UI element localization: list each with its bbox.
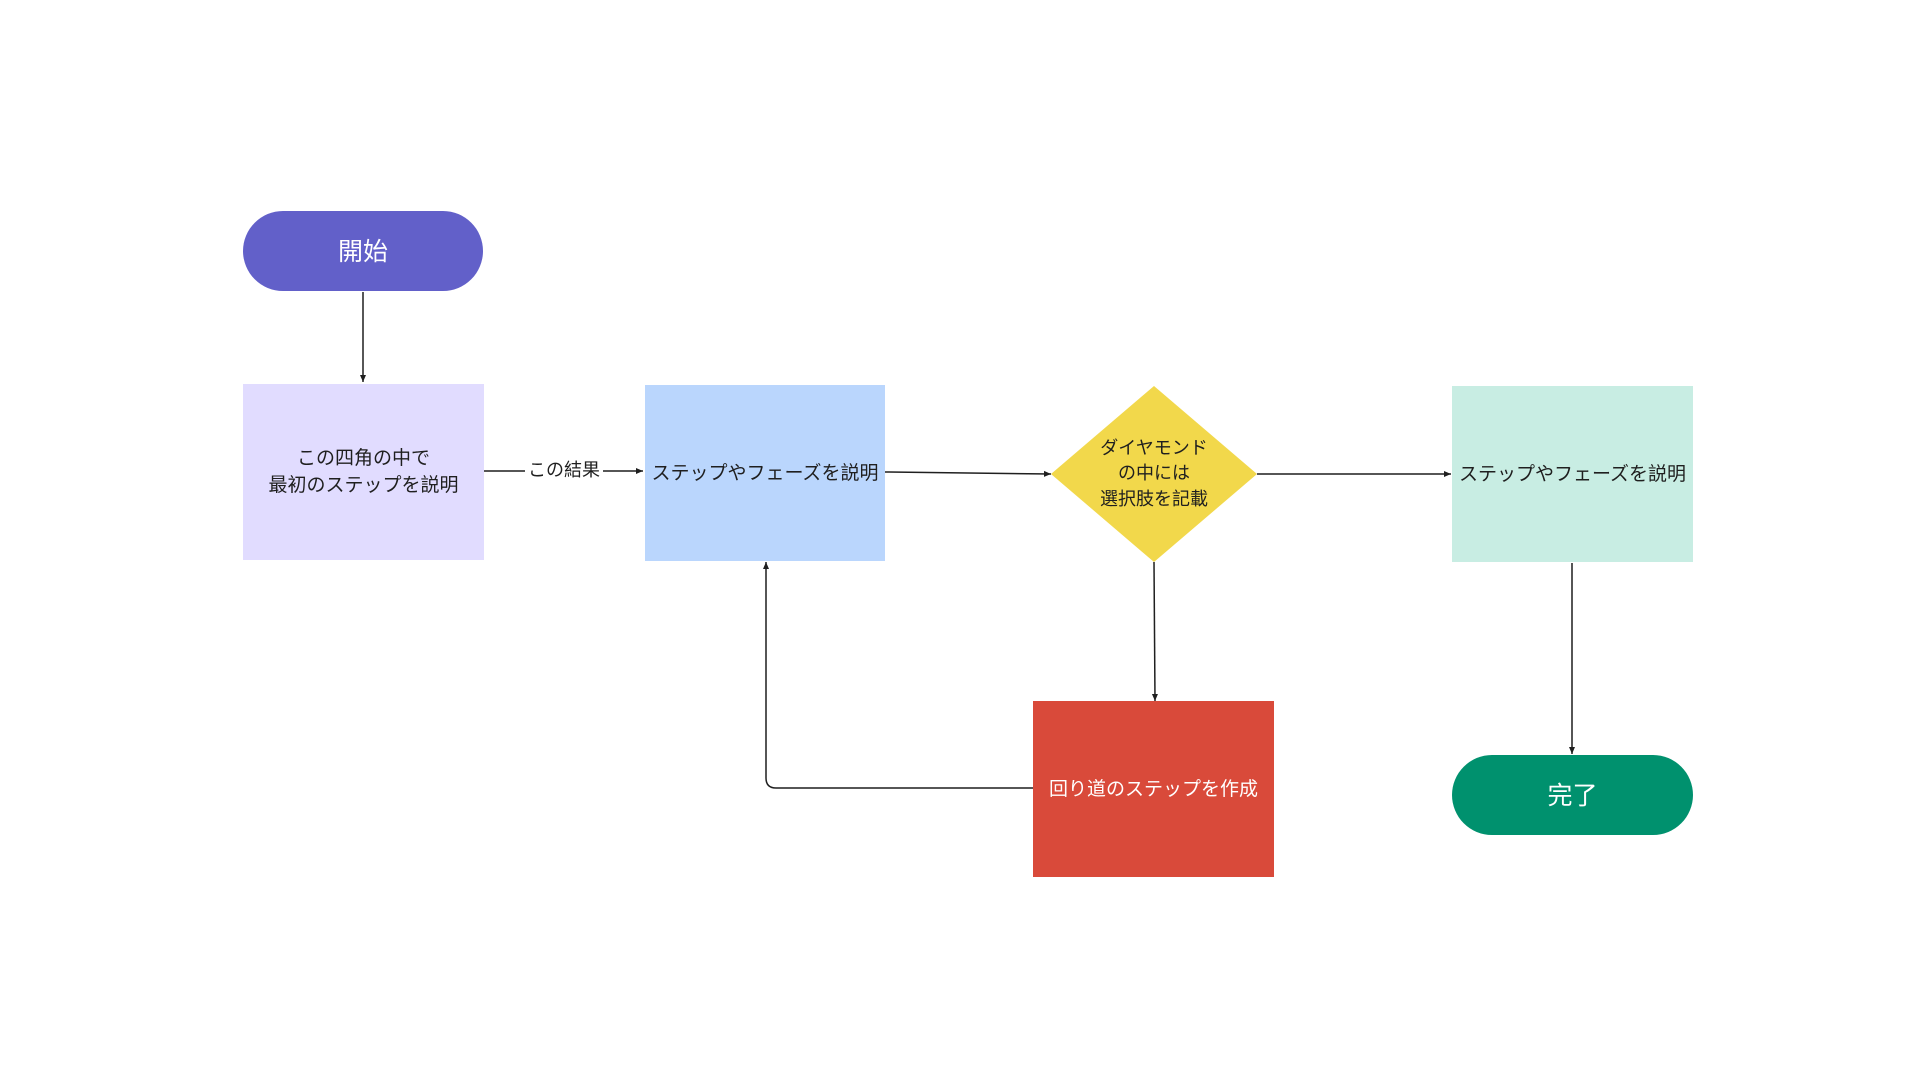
end-node-label: 完了 [1547, 780, 1598, 810]
step3-node[interactable]: ステップやフェーズを説明 [1452, 386, 1693, 562]
loop-node-label: 回り道のステップを作成 [1048, 777, 1258, 800]
decision-node[interactable]: ダイヤモンド の中には 選択肢を記載 [1051, 386, 1257, 562]
edge-step2-to-decision [884, 470, 1052, 477]
edge-decision-to-loop [1151, 561, 1158, 702]
step3-node-label: ステップやフェーズを説明 [1458, 462, 1687, 485]
step1-node[interactable]: この四角の中で 最初のステップを説明 [243, 384, 484, 560]
loop-node[interactable]: 回り道のステップを作成 [1033, 701, 1274, 877]
decision-node-label: ダイヤモンド の中には 選択肢を記載 [1100, 438, 1208, 510]
step2-node-label: ステップやフェーズを説明 [651, 461, 879, 484]
start-node[interactable]: 開始 [243, 211, 483, 291]
end-node[interactable]: 完了 [1452, 755, 1693, 835]
decision-diamond-shape [1051, 386, 1257, 562]
step2-node[interactable]: ステップやフェーズを説明 [645, 385, 885, 561]
step1-node-label: この四角の中で 最初のステップを説明 [268, 447, 459, 496]
start-node-label: 開始 [337, 236, 388, 266]
edge-loop-to-step2 [763, 562, 1033, 789]
edge-label-step1-to-step2: この結果 [525, 459, 603, 483]
